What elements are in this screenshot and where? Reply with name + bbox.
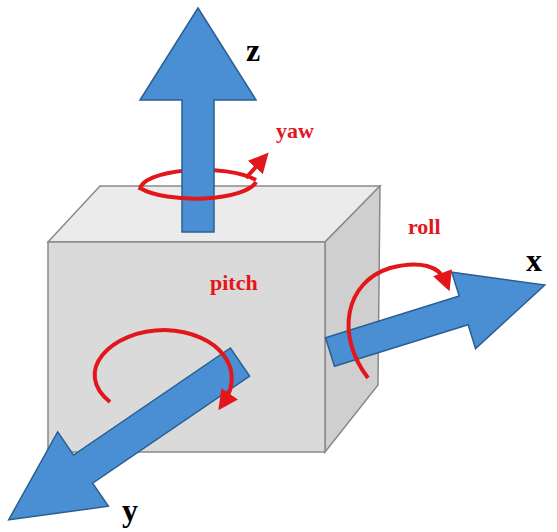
yaw-arc-front	[140, 182, 256, 199]
rotation-label: yaw	[276, 120, 314, 142]
yaw-arrowhead	[246, 160, 262, 178]
x-axis-arrow	[318, 247, 557, 390]
axis-label: x	[526, 244, 542, 276]
cube-front	[48, 242, 325, 452]
rotation-label: roll	[408, 216, 441, 238]
pitch-arc-back	[95, 330, 165, 402]
roll-arc	[349, 264, 446, 378]
z-axis-arrow	[140, 8, 256, 232]
y-axis-arrow	[0, 325, 265, 532]
axis-label: z	[246, 34, 260, 66]
rotation-label: pitch	[210, 272, 258, 294]
cube-side	[325, 186, 380, 452]
axis-label: y	[122, 494, 138, 526]
pitch-arc-front	[165, 330, 232, 402]
